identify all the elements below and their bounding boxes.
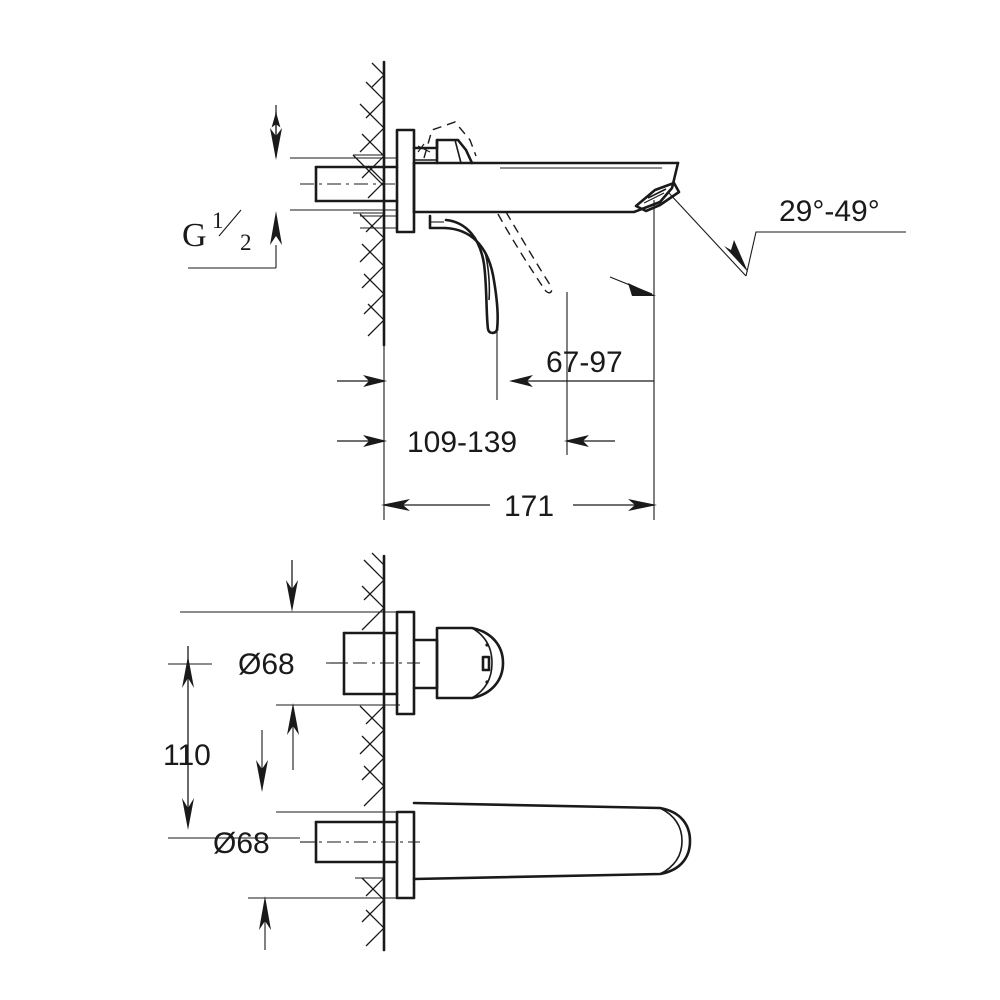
lever-handle-raised-dashed (497, 211, 553, 294)
handle-assembly-front (326, 610, 505, 716)
dimension-110: 110 (163, 646, 212, 839)
dia-top-label: Ø68 (238, 648, 295, 681)
thread-label-denominator: 2 (240, 230, 252, 255)
dimension-thread-g-half: G 1 2 (182, 105, 282, 269)
dimension-171: 171 (381, 490, 657, 523)
dimension-dia68-top: Ø68 (238, 648, 344, 681)
spout-underside-leader (609, 276, 656, 296)
dimension-67-97: 67-97 (509, 346, 654, 387)
lower-inlet-stub (360, 215, 397, 229)
spout-assembly-front (300, 801, 692, 900)
wall-section-top (352, 60, 386, 347)
dimension-109-139: 109-139 (337, 375, 615, 459)
wall-hatch-bottom-middle (359, 705, 385, 807)
lever-handle-side (428, 214, 500, 335)
wall-hatch-bottom-lower (361, 877, 385, 947)
faucet-spout-side (412, 161, 681, 214)
side-view-group: G 1 2 29°-49° (182, 60, 906, 523)
dimension-arrow-bottom-front (259, 896, 271, 950)
spout-height-label: 67-97 (546, 346, 623, 379)
total-projection-label: 171 (504, 490, 554, 523)
escutcheon-plate-side (395, 128, 416, 234)
projection-range-label: 109-139 (407, 426, 517, 459)
mixer-cartridge-body (412, 121, 477, 165)
dimension-arrow-top-front (286, 560, 298, 612)
wall-hatch-lower (359, 213, 385, 337)
dimension-spout-angle: 29°-49° (667, 191, 906, 277)
front-view-group: Ø68 110 Ø68 (163, 552, 692, 952)
dia-bottom-label: Ø68 (213, 827, 270, 860)
inlet-pipe-stub (290, 157, 400, 211)
wall-hatch-bottom-upper (361, 552, 385, 631)
thread-label-numerator: 1 (212, 208, 224, 233)
thread-label-g: G (182, 217, 207, 254)
wall-hatch-upper (352, 62, 385, 199)
center-distance-label: 110 (163, 739, 211, 772)
dimension-arrows-middle-front (256, 703, 299, 792)
side-view-extension-lines (383, 200, 655, 520)
angle-range-label: 29°-49° (779, 195, 880, 228)
dimension-dia68-bottom: Ø68 (213, 827, 316, 860)
